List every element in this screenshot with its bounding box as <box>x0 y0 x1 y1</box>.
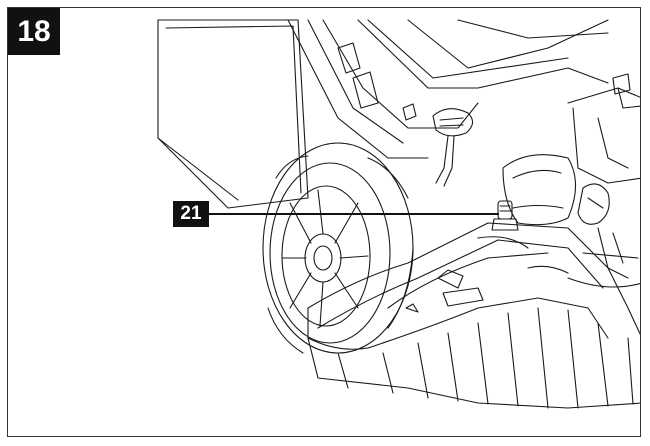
grass-bag <box>157 19 309 209</box>
figure-number-badge: 18 <box>8 8 60 55</box>
rear-wheel <box>262 142 414 354</box>
handle-frame <box>287 19 609 159</box>
adjust-knob <box>432 108 474 187</box>
engine <box>567 73 640 288</box>
oil-plug <box>491 200 519 231</box>
figure-frame: 18 21 <box>7 7 641 437</box>
callout-label-21: 21 <box>173 201 209 227</box>
engine-shroud <box>502 154 576 226</box>
lawnmower-line-drawing <box>157 19 640 409</box>
callout-leader-line <box>209 213 499 215</box>
mower-deck <box>307 222 640 409</box>
